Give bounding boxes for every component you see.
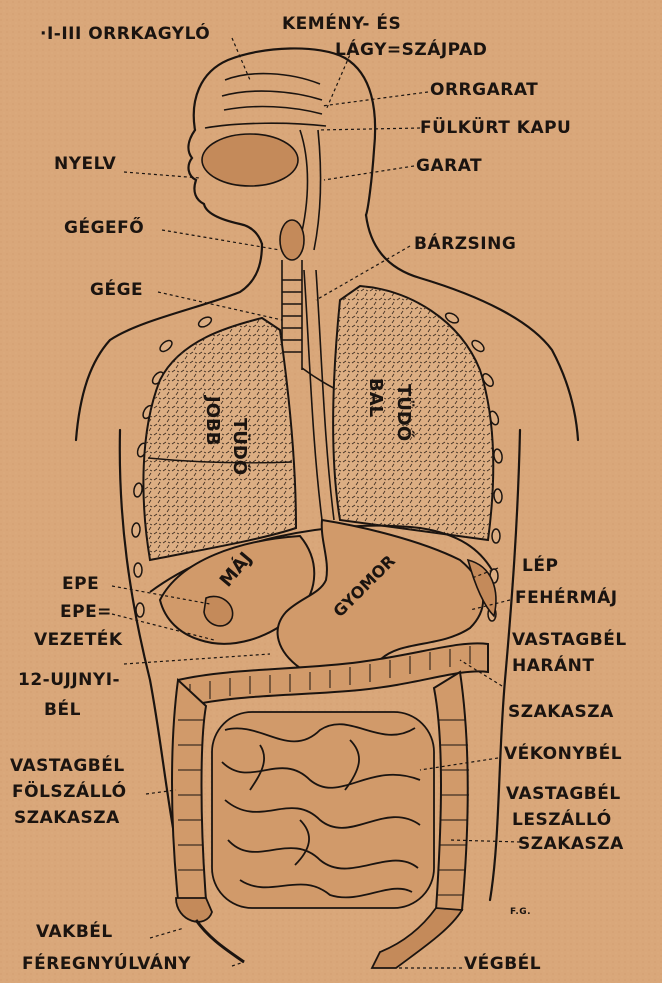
label-orrkagylo: ·I-III ORRKAGYLÓ xyxy=(40,26,210,43)
label-vastag-fol-1: VASTAGBÉL xyxy=(10,758,125,775)
label-garat: GARAT xyxy=(416,158,482,175)
label-barzsing: BÁRZSING xyxy=(414,236,516,253)
label-12-ujjnyi-1: 12-UJJNYI- xyxy=(18,672,120,689)
ascending-colon xyxy=(172,680,206,900)
label-vastag-harant-3: SZAKASZA xyxy=(508,704,614,721)
left-lung-label-2: TÜDŐ xyxy=(393,384,415,441)
label-vakbel: VAKBÉL xyxy=(36,924,113,941)
label-12-ujjnyi-2: BÉL xyxy=(44,702,81,719)
label-vekonybel: VÉKONYBÉL xyxy=(504,746,622,763)
label-vastag-fol-2: FÖLSZÁLLÓ xyxy=(12,784,127,801)
label-vastag-harant-1: VASTAGBÉL xyxy=(512,632,627,649)
larynx xyxy=(280,220,304,260)
label-vastag-le-1: VASTAGBÉL xyxy=(506,786,621,803)
label-nyelv: NYELV xyxy=(54,156,116,173)
label-vastag-le-2: LESZÁLLÓ xyxy=(512,812,612,829)
label-lagy: LÁGY=SZÁJPAD xyxy=(335,42,487,59)
label-kemeny: KEMÉNY- ÉS xyxy=(282,16,401,33)
label-fulkurt: FÜLKÜRT KAPU xyxy=(420,120,571,137)
label-lep: LÉP xyxy=(522,558,558,575)
label-epe2: EPE= xyxy=(60,604,112,621)
label-gegefo: GÉGEFŐ xyxy=(64,220,144,237)
right-lung-label-1: JOBB xyxy=(202,394,223,445)
label-orrgarat: ORRGARAT xyxy=(430,82,538,99)
label-fehermaj: FEHÉRMÁJ xyxy=(515,590,618,607)
tongue xyxy=(202,134,298,186)
label-gege: GÉGE xyxy=(90,282,143,299)
label-epe: EPE xyxy=(62,576,99,593)
label-vastag-fol-3: SZAKASZA xyxy=(14,810,120,827)
label-vezetek: VEZETÉK xyxy=(34,632,123,649)
label-vegbel: VÉGBÉL xyxy=(464,956,541,973)
right-lung-label-2: TÜDŐ xyxy=(229,418,251,475)
small-intestine xyxy=(212,712,434,908)
label-feregnyulvany: FÉREGNYÚLVÁNY xyxy=(22,956,191,973)
label-vastag-harant-2: HARÁNT xyxy=(512,658,594,675)
label-vastag-le-3: SZAKASZA xyxy=(518,836,624,853)
artist-signature: F.G. xyxy=(510,908,531,917)
left-lung-label-1: BAL xyxy=(365,378,386,417)
